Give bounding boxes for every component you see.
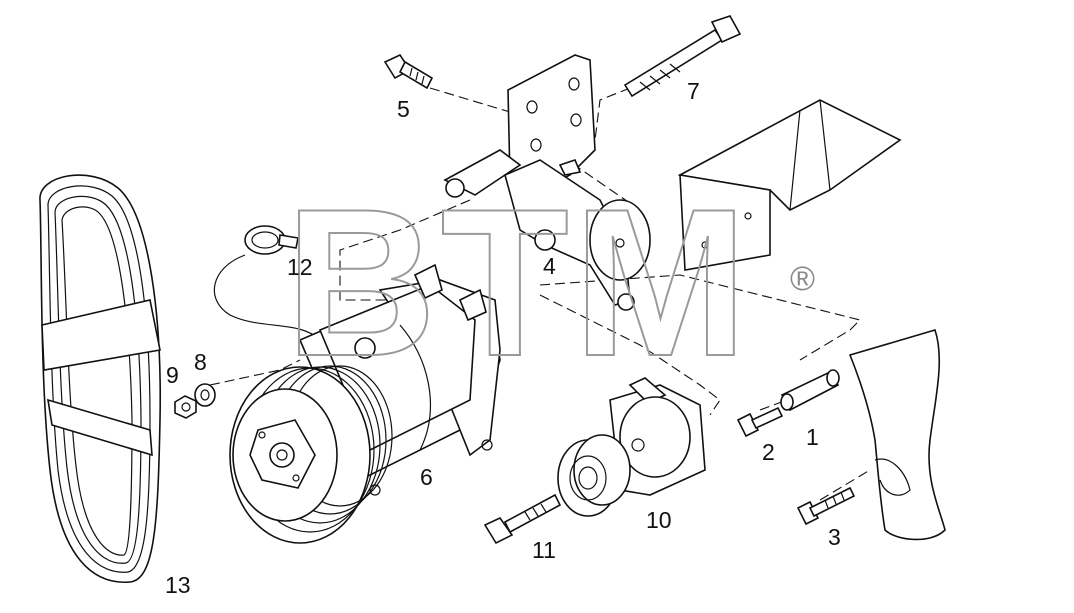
watermark-text: BTM [285,165,752,400]
washer-8 [194,383,216,407]
clamp-12 [213,225,321,341]
bolt-11 [483,493,562,545]
callout-7: 7 [687,78,700,104]
callout-13: 13 [165,572,191,598]
sleeve-1 [780,369,840,412]
callouts: 1 2 3 4 5 6 7 8 9 10 11 12 13 [165,78,841,598]
callout-3: 3 [828,524,841,550]
side-bracket [848,329,946,541]
callout-12: 12 [287,254,313,280]
callout-11: 11 [532,537,556,563]
bolt-2 [736,406,784,438]
watermark-registered: ® [790,260,815,298]
belt-13 [39,174,162,583]
callout-4: 4 [543,253,556,279]
callout-5: 5 [397,96,410,122]
callout-10: 10 [646,507,672,533]
bolt-3 [796,486,856,526]
compressor-6 [229,263,501,544]
callout-1: 1 [806,424,819,450]
callout-2: 2 [762,439,775,465]
bolt-7 [623,15,742,98]
watermark: BTM ® [284,164,815,401]
tensioner-10 [557,377,706,517]
bracket-4 [443,54,651,311]
callout-6: 6 [420,464,433,490]
callout-8: 8 [194,349,207,375]
nut-9 [174,395,197,419]
callout-9: 9 [166,362,179,388]
bolt-5 [383,53,434,90]
engine-frame [677,99,902,271]
